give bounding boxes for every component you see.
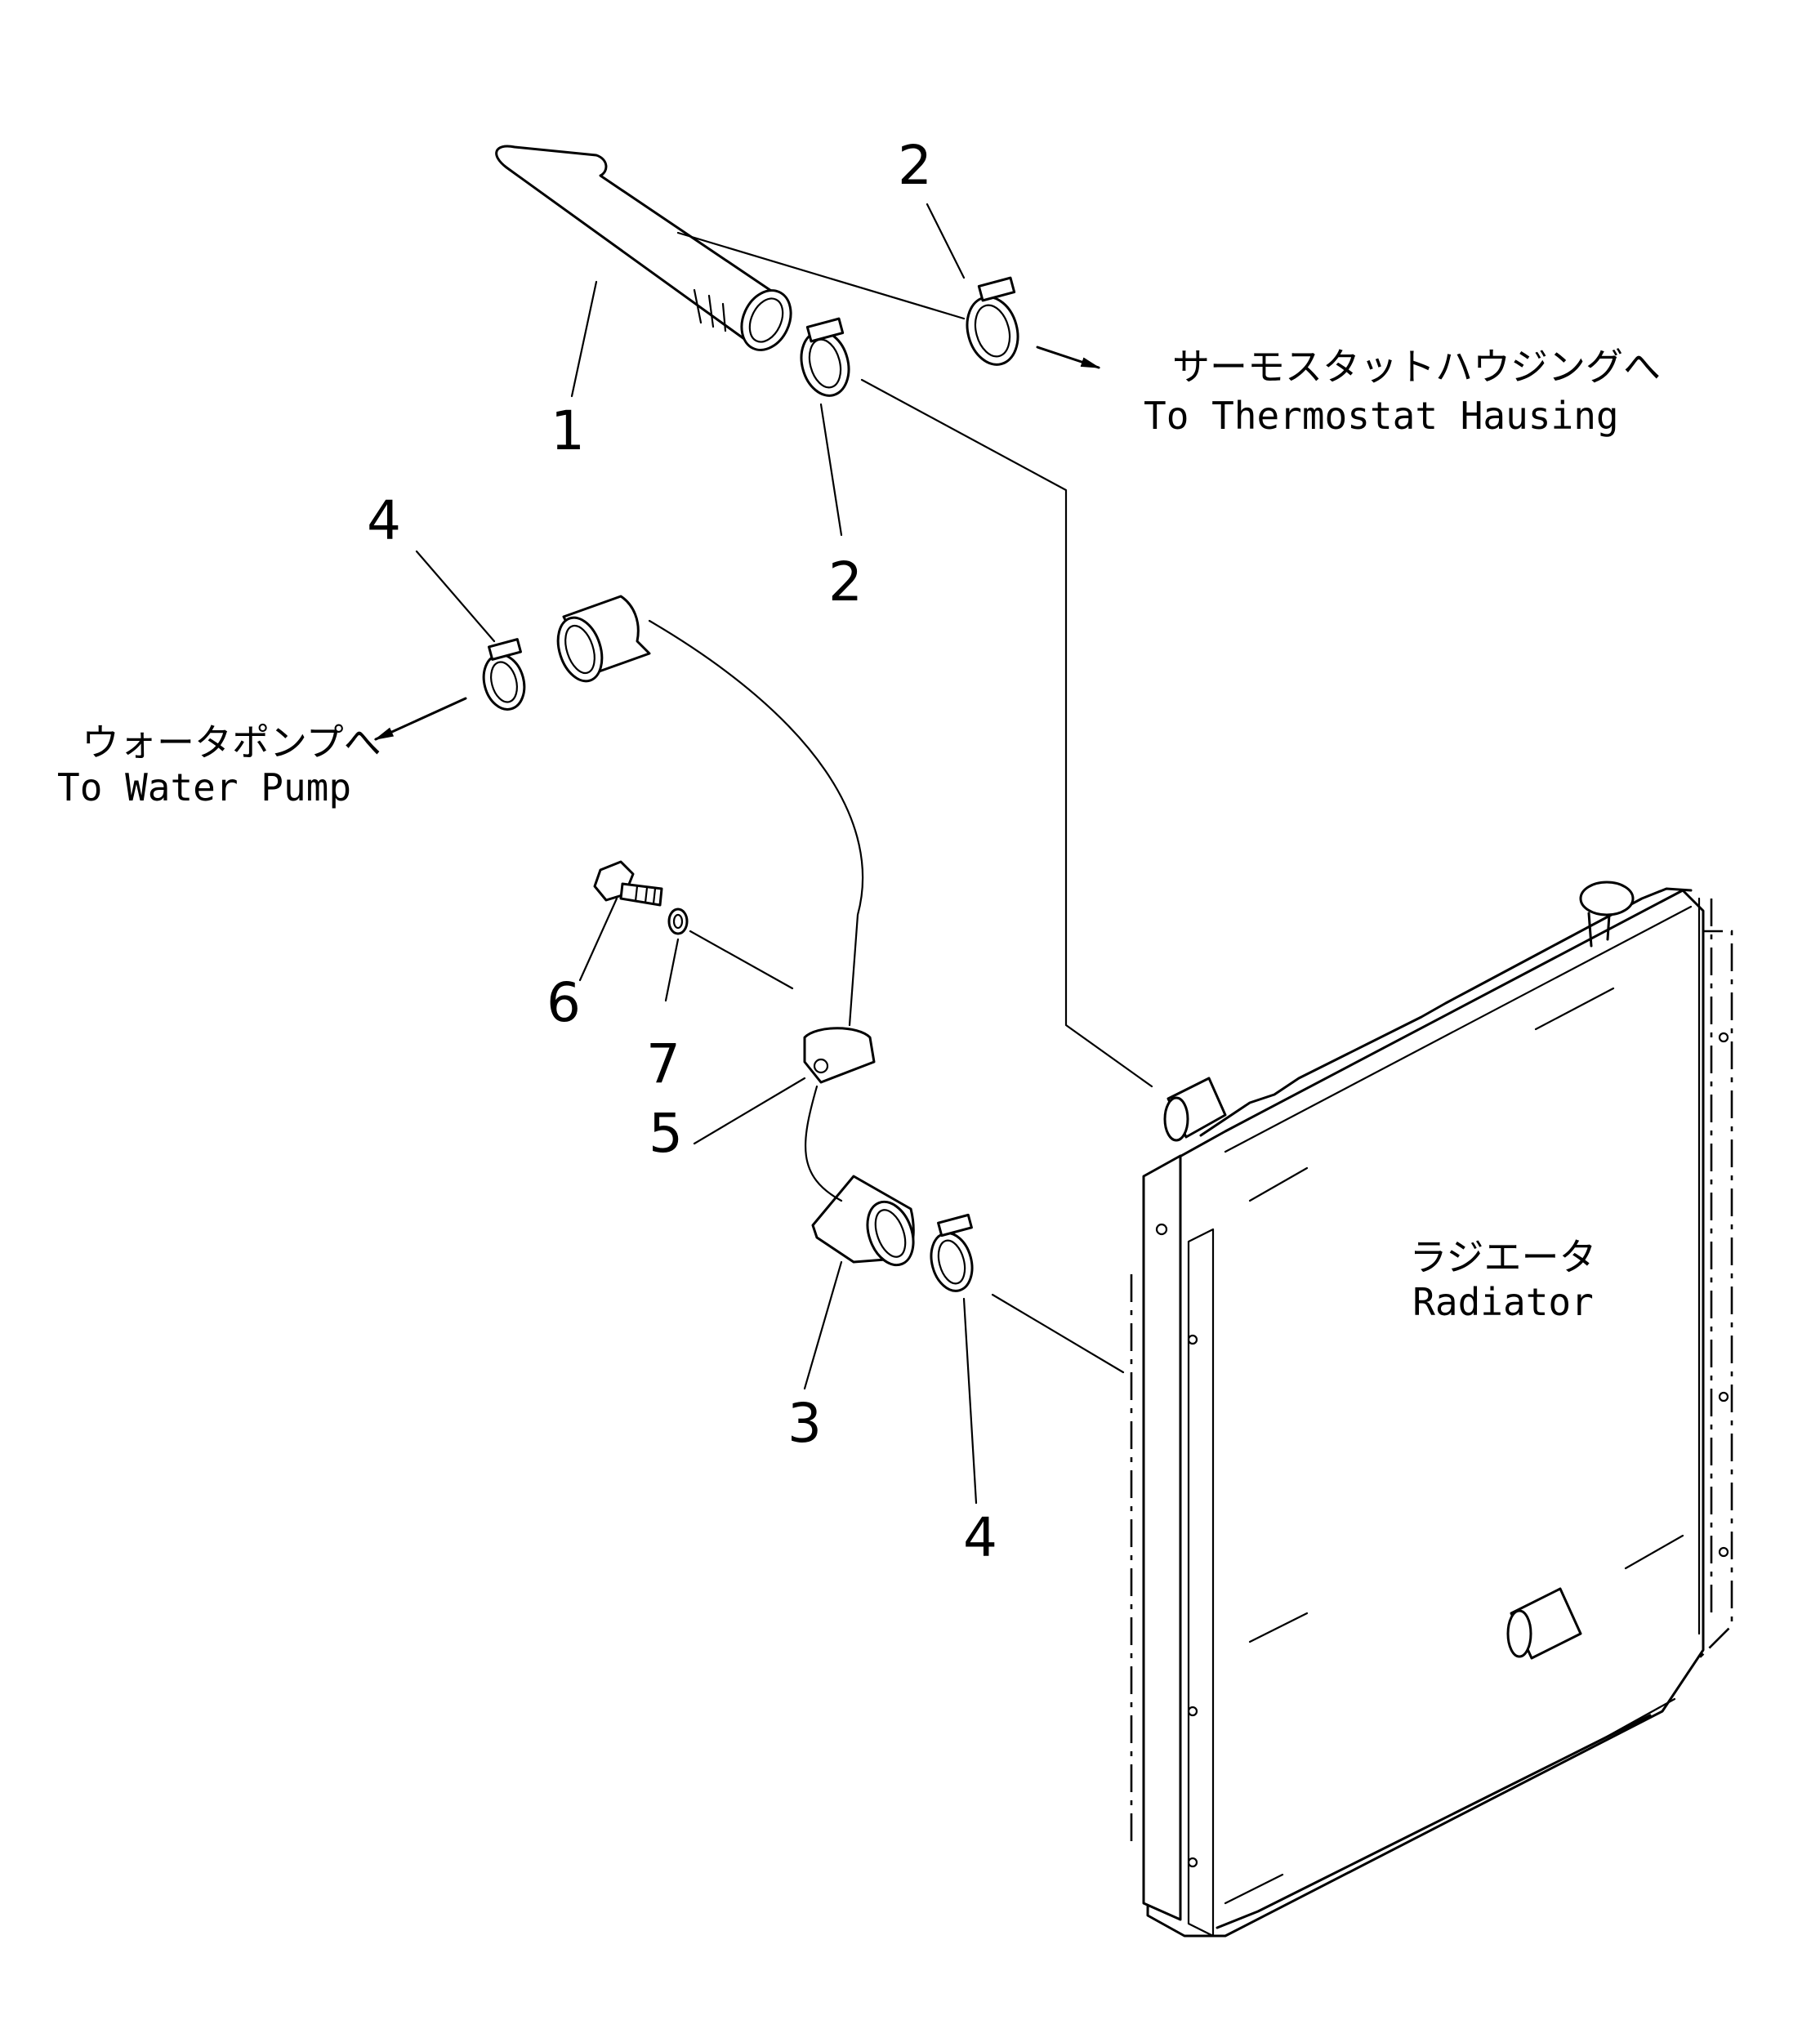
clamp-screw-housing <box>977 276 1016 302</box>
radiator-core-line <box>1534 987 1615 1031</box>
hose1-to-radiator-line <box>860 378 1153 1088</box>
hose-clamp-2-top <box>966 276 1019 366</box>
upper-hose <box>495 145 792 351</box>
callout-part-1: 1 <box>551 399 585 462</box>
mounting-hole <box>1155 1223 1168 1236</box>
lower-hose-coupling-end <box>556 616 604 683</box>
leader-part-4-bottom <box>962 1297 978 1505</box>
label-thermostat-jp: サーモスタットハウジングへ <box>1172 345 1661 389</box>
leader-part-6 <box>578 897 618 982</box>
leader-part-7 <box>664 938 680 1002</box>
radiator-back-outline <box>1666 930 1733 1692</box>
radiator-core-line <box>1248 1166 1309 1202</box>
radiator-core-line <box>1248 1612 1309 1643</box>
clamp-band <box>482 653 526 711</box>
lower-hose-upper-end <box>556 595 651 683</box>
clamp4-to-radiator-line <box>991 1293 1125 1374</box>
hose-3-end <box>866 1200 915 1267</box>
clamp-inner <box>937 1239 966 1285</box>
callout-leaders <box>415 203 978 1505</box>
mounting-hole <box>1187 1334 1198 1345</box>
callout-part-3: 3 <box>787 1392 822 1455</box>
bracket-body <box>803 1027 876 1084</box>
washer-7 <box>667 908 689 935</box>
mounting-hole <box>1718 1391 1729 1403</box>
radiator-core-line <box>1624 1534 1684 1570</box>
callout-part-4-bottom: 4 <box>963 1506 997 1569</box>
hose1-to-clamp2-line <box>676 231 966 320</box>
clamp-screw-housing <box>937 1213 973 1238</box>
bolt-6 <box>593 860 663 907</box>
callout-part-2-top: 2 <box>898 134 932 197</box>
callout-part-2-mid: 2 <box>828 551 863 613</box>
mounting-hole <box>1718 1546 1729 1558</box>
clamp-band <box>966 296 1019 366</box>
hose-clamp-2-mid <box>800 317 850 397</box>
leader-part-2-mid <box>819 403 843 537</box>
radiator-cap <box>1579 881 1635 916</box>
label-thermostat-en: To Thermostat Hausing <box>1144 394 1619 438</box>
radiator-top-tank-edge <box>1224 905 1693 1153</box>
bolt-thread <box>634 885 657 905</box>
bolt-shank <box>619 882 663 907</box>
radiator-upper-inlet-opening <box>1163 1096 1189 1142</box>
radiator-core-line <box>1224 1873 1284 1905</box>
radiator-left-bracket <box>1187 1228 1215 1938</box>
upper-hose-bore <box>748 297 784 343</box>
clamp-inner <box>974 304 1011 358</box>
callout-part-4-left: 4 <box>367 489 401 552</box>
mounting-hole <box>1187 1857 1198 1868</box>
arrow-to-water-pump <box>373 697 467 741</box>
lower-hose-coupling-bore <box>564 624 596 675</box>
radiator-core-line <box>1599 1697 1676 1741</box>
bracket-hole <box>813 1058 829 1074</box>
radiator-core <box>1146 889 1705 1938</box>
leader-part-1 <box>570 280 598 398</box>
radiator <box>1130 881 1733 1938</box>
leader-part-5 <box>693 1077 806 1145</box>
lower-hose-route-upper <box>648 619 864 1027</box>
hose-3-bore <box>874 1209 907 1258</box>
washer-inner <box>672 913 684 930</box>
callout-part-7: 7 <box>646 1032 680 1095</box>
callout-part-6: 6 <box>546 971 581 1034</box>
callout-part-5: 5 <box>649 1102 683 1165</box>
lower-hose-3 <box>811 1175 915 1267</box>
hose-clamp-4-bottom <box>930 1213 974 1292</box>
upper-hose-body <box>495 145 778 349</box>
radiator-left-frame <box>1142 1154 1182 1921</box>
hose-clamp-4-left <box>482 638 526 711</box>
leader-part-3 <box>803 1260 843 1390</box>
radiator-lower-outlet-opening <box>1506 1609 1532 1658</box>
clamp-screw-housing <box>488 638 522 661</box>
connection-lines <box>648 231 1153 1374</box>
leader-part-4-left <box>415 550 496 643</box>
leader-part-2-top <box>926 203 966 279</box>
label-water-pump-en: To Water Pump <box>57 765 351 809</box>
label-radiator-en: Radiator <box>1412 1280 1594 1324</box>
radiator-filler-neck <box>1587 912 1611 948</box>
upper-hose-markings <box>693 288 727 332</box>
clamp-screw-housing <box>805 317 845 343</box>
label-water-pump-jp: ウォータポンプへ <box>82 720 381 765</box>
radiator-bottom-tank <box>1216 1714 1652 1929</box>
mounting-hole <box>1718 1032 1729 1043</box>
clamp-band <box>930 1232 974 1292</box>
clamp-inner <box>490 661 518 703</box>
lower-hose-route-lower <box>804 1085 843 1202</box>
washer-outer <box>667 908 689 935</box>
upper-hose-end <box>740 289 792 351</box>
arrow-to-thermostat <box>1036 346 1101 369</box>
mounting-hole <box>1187 1706 1198 1717</box>
hose-bracket-5 <box>803 1027 876 1084</box>
label-radiator-jp: ラジエータ <box>1409 1235 1596 1279</box>
washer-to-bracket-line <box>689 930 794 990</box>
